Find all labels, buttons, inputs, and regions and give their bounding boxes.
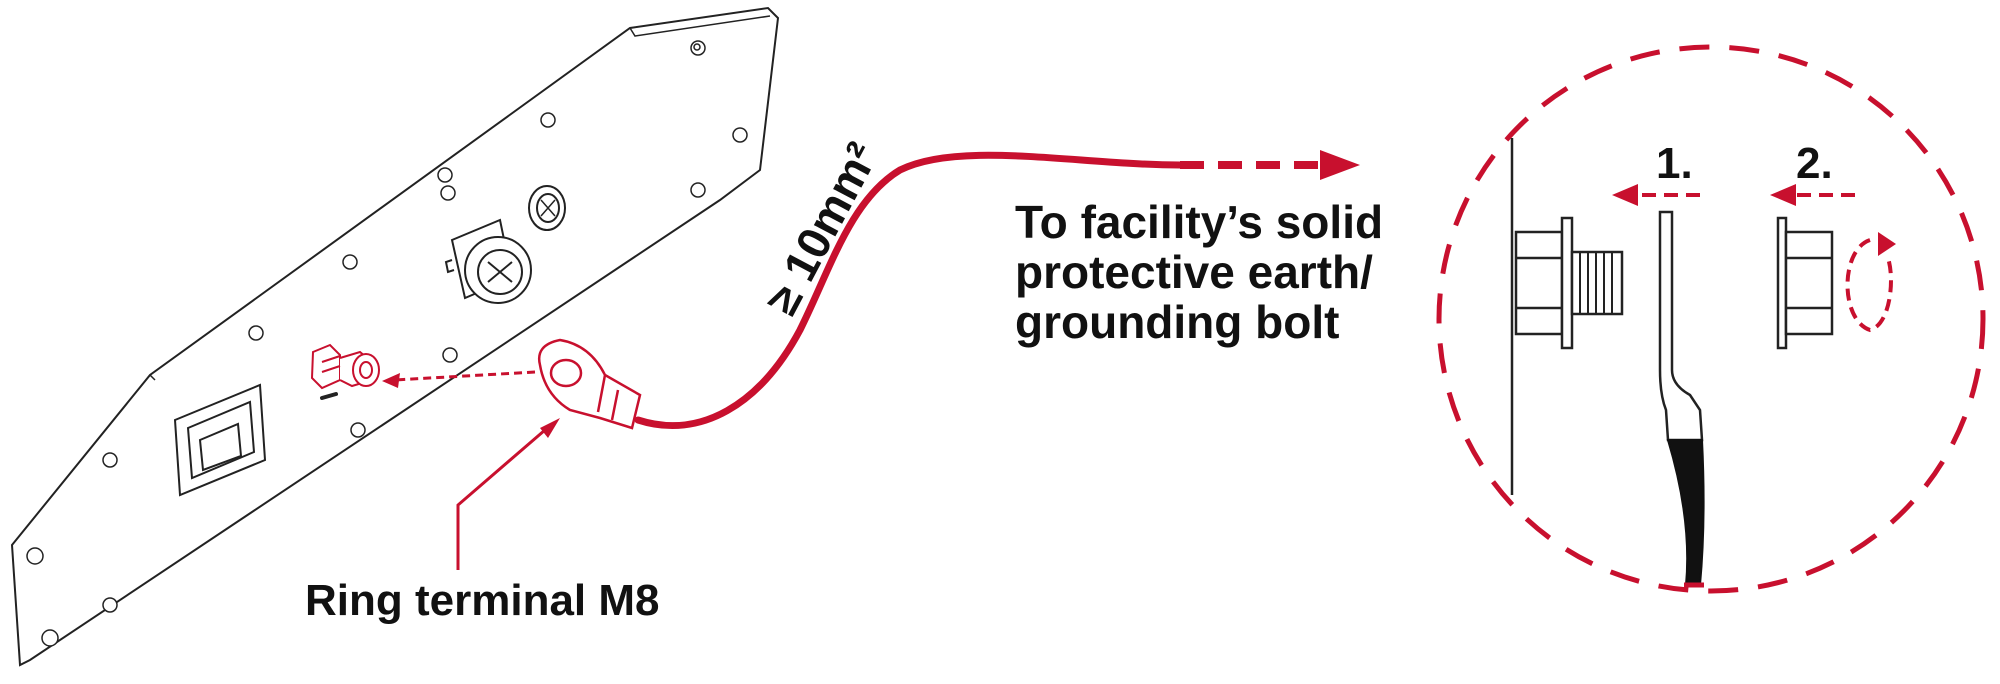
screw-hole xyxy=(102,597,118,613)
step1-arrow xyxy=(1612,184,1700,206)
cable-side xyxy=(1666,439,1705,586)
step2-label: 2. xyxy=(1796,139,1833,188)
screw-hole xyxy=(540,112,556,128)
screw-hole xyxy=(732,127,748,143)
ring-terminal xyxy=(537,338,642,430)
device-panel xyxy=(10,6,780,667)
screw-hole xyxy=(693,43,701,51)
round-connector xyxy=(444,218,532,304)
screw-hole xyxy=(440,185,456,201)
washer-and-nut xyxy=(1776,216,1834,350)
cable-continuation-arrow xyxy=(1180,150,1360,180)
rectangular-cutout xyxy=(173,383,267,497)
screw-hole xyxy=(102,452,118,468)
detail-inset: 1. 2. xyxy=(1436,44,1986,594)
detail-circle xyxy=(1436,44,1986,594)
screw-hole xyxy=(26,547,44,565)
ground-bolt-on-panel xyxy=(310,343,380,390)
screw-hole xyxy=(437,167,453,183)
screw-hole xyxy=(41,629,59,647)
screw-holes xyxy=(26,40,748,647)
screw-hole xyxy=(248,325,264,341)
grounding-bolt xyxy=(1514,216,1624,350)
label-leader-line xyxy=(456,418,560,570)
cable-lug-side xyxy=(1658,210,1704,442)
screw-hole xyxy=(342,254,358,270)
screw-hole xyxy=(350,422,366,438)
panel-outline xyxy=(10,6,780,667)
panel-inner-edge xyxy=(149,15,771,381)
slot xyxy=(320,392,338,400)
rotation-arrow xyxy=(1845,232,1896,333)
step1-label: 1. xyxy=(1656,139,1693,188)
attach-arrow xyxy=(382,370,536,388)
small-socket xyxy=(528,185,566,231)
screw-hole xyxy=(442,347,458,363)
earth-cable xyxy=(634,151,1184,430)
screw-hole xyxy=(690,182,706,198)
step2-arrow xyxy=(1770,184,1855,206)
cable-size-label: ≥ 10mm² xyxy=(755,134,888,323)
ring-terminal-label: Ring terminal M8 xyxy=(305,576,660,625)
destination-label-line3: grounding bolt xyxy=(1015,296,1339,348)
destination-label-line1: To facility’s solid xyxy=(1015,196,1383,248)
destination-label-line2: protective earth/ xyxy=(1015,246,1373,298)
